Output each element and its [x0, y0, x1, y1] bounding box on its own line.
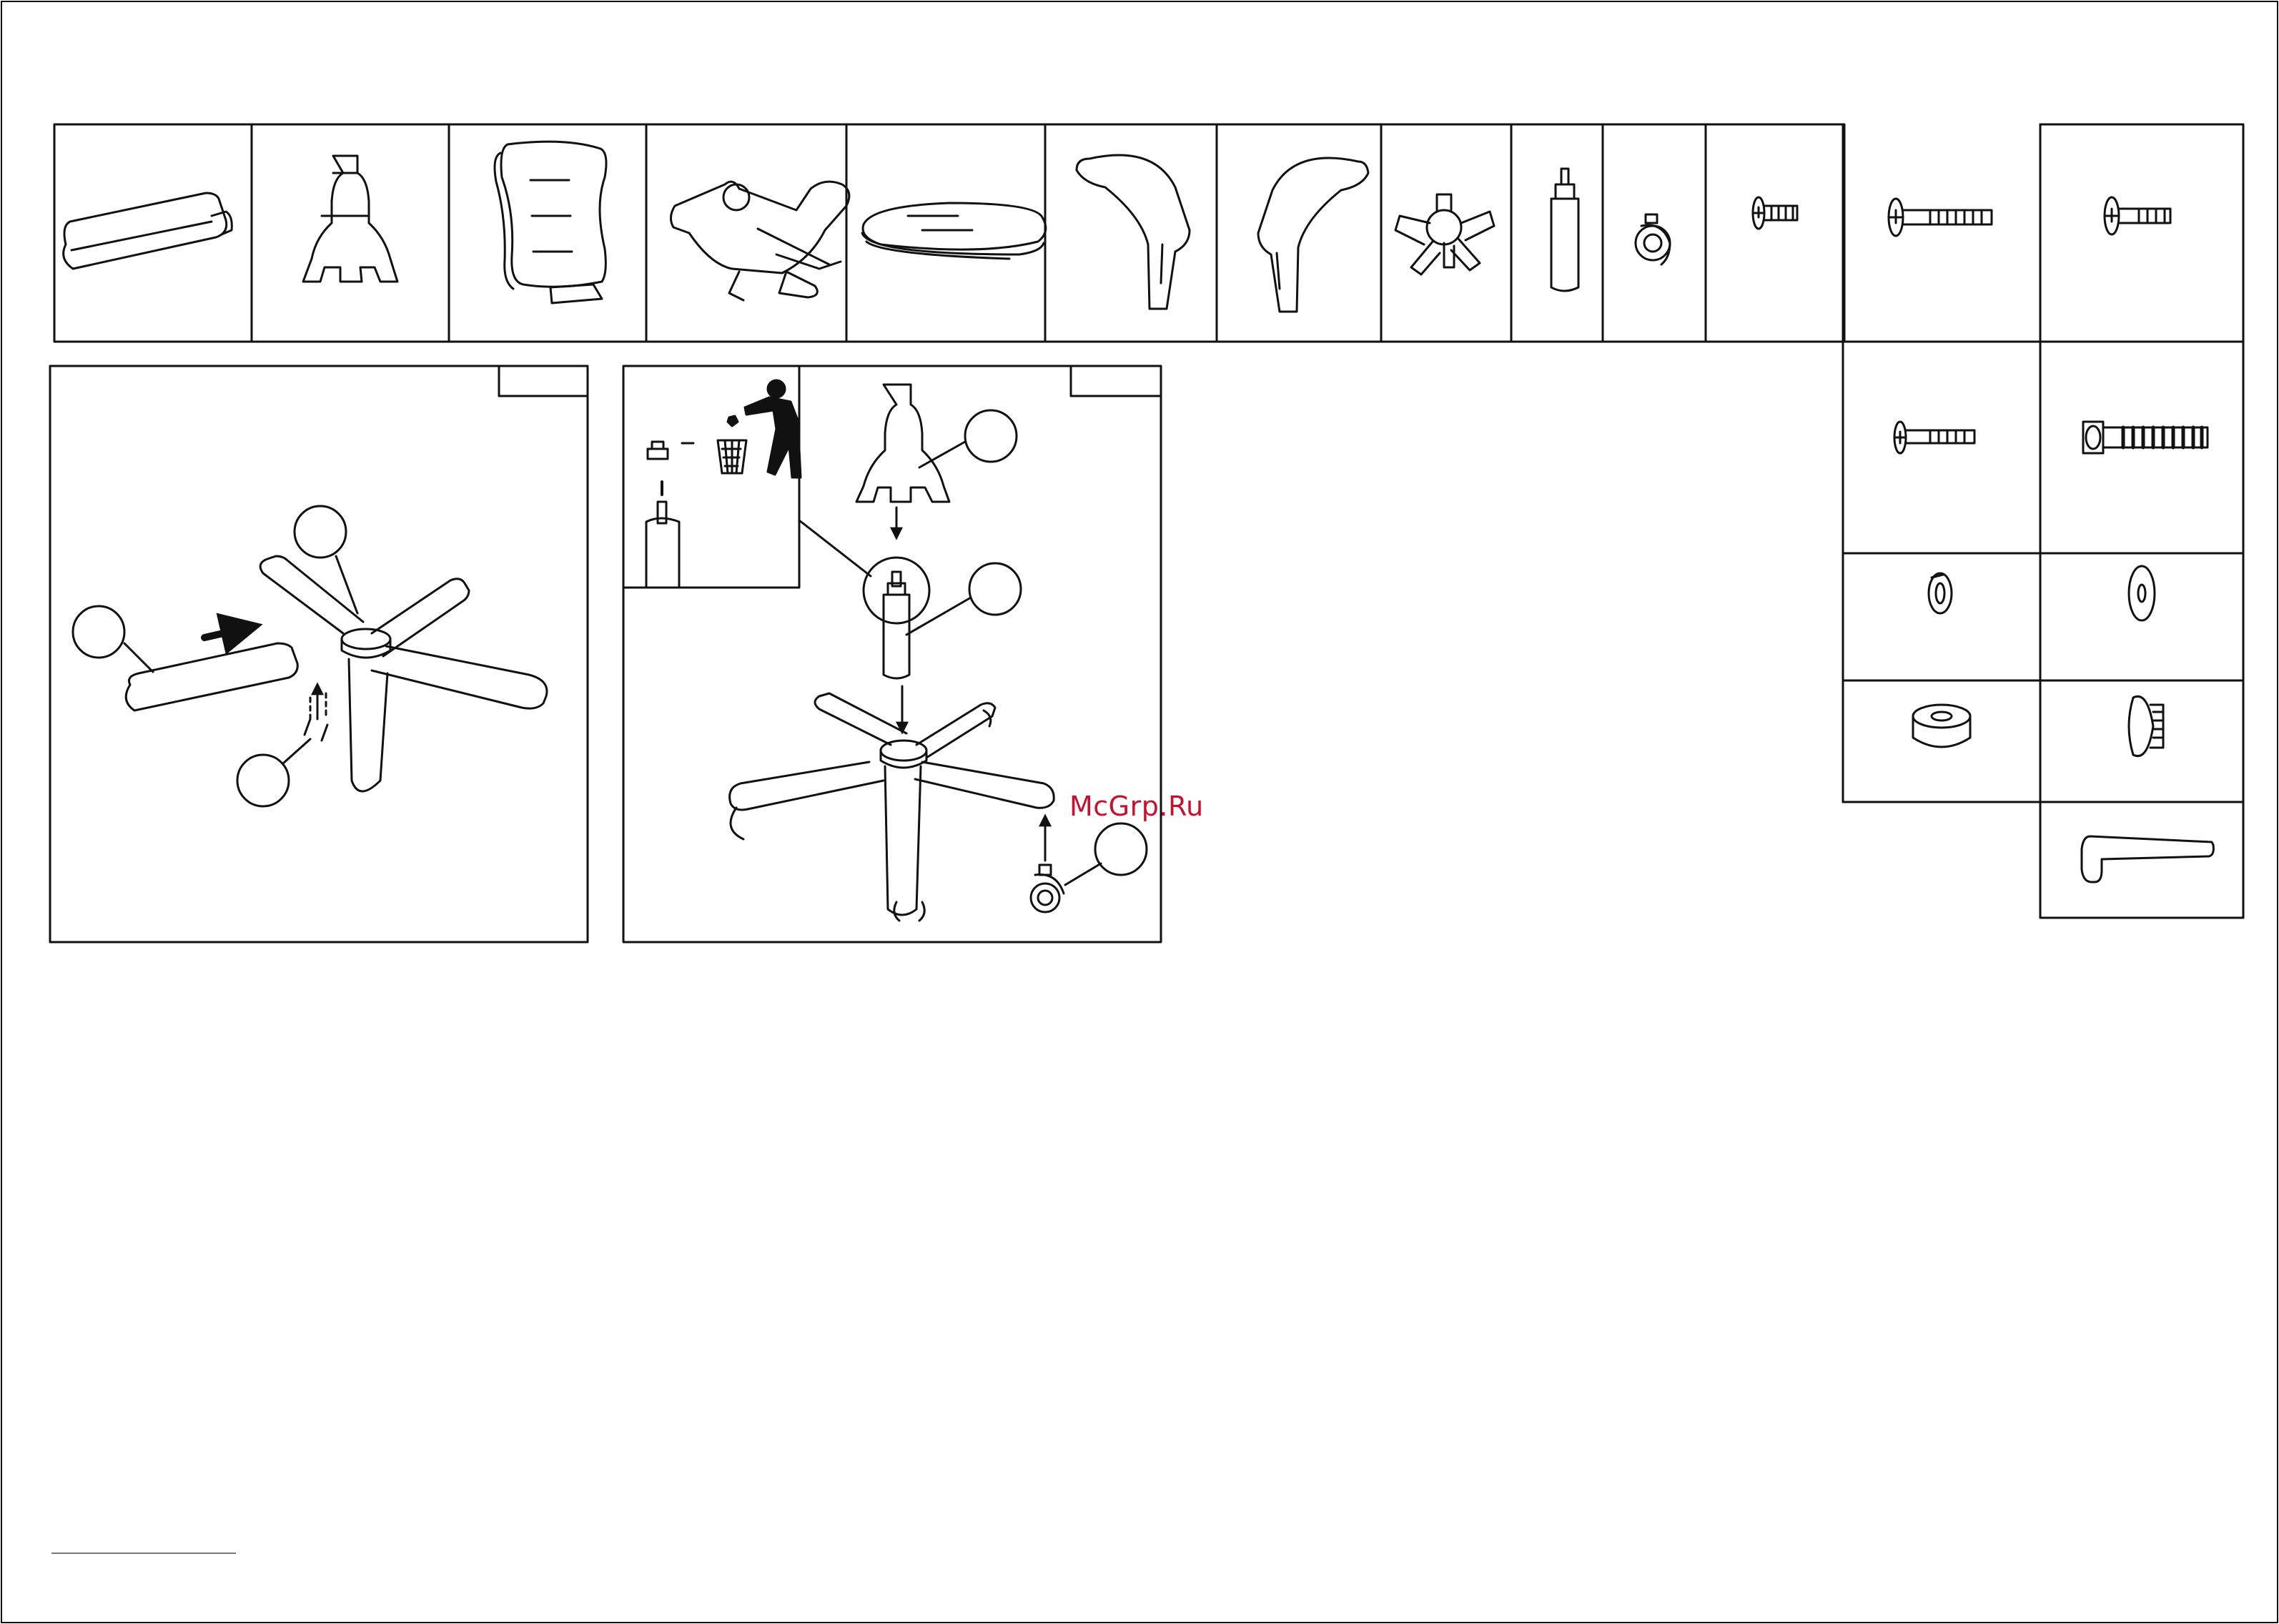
armrest-leg-detached: [126, 643, 297, 710]
spacer-ring-part: [1913, 705, 1970, 747]
short-bolt-part: [1753, 197, 1797, 229]
allen-head-bolt-part: [2083, 422, 2208, 453]
step-2-number-box: [1071, 366, 1161, 396]
seat-cushion-part: [862, 203, 1046, 259]
medium-bolt-part: [2105, 197, 2170, 234]
gas-lift: [884, 572, 909, 678]
spring-washer-part: [1929, 573, 1952, 613]
detail-circle: [864, 558, 929, 623]
gas-lift-cover-part: [303, 156, 397, 282]
discard-inset: [623, 366, 871, 588]
watermark-text: McGrp.Ru: [1069, 791, 1204, 822]
armrest-leg-part: [64, 193, 232, 269]
tilt-mechanism-part: [671, 182, 849, 300]
backrest-part: [495, 142, 606, 303]
base-assembly-diagram: [260, 556, 547, 791]
five-star-base-part: [1395, 194, 1494, 274]
plastic-plug-part: [2129, 696, 2163, 756]
step-1-number-box: [499, 366, 588, 396]
footer-rule: [51, 1553, 236, 1554]
bolt-part: [1894, 422, 1974, 453]
caster: [1031, 865, 1064, 912]
long-bolt-part: [1889, 199, 1992, 236]
flat-washer-part: [2129, 566, 2155, 620]
right-armrest-part: [1258, 158, 1368, 312]
left-armrest-part: [1077, 155, 1190, 309]
step-1-panel: [50, 366, 588, 942]
gas-lift-cover: [856, 385, 949, 502]
allen-key-part: [2082, 836, 2213, 882]
step-2-panel: [623, 366, 1161, 942]
gas-lift-part: [1551, 169, 1578, 291]
trash-bin-icon: [718, 380, 801, 477]
five-star-base: [730, 693, 1054, 921]
caster-wheel-part: [1636, 214, 1670, 264]
